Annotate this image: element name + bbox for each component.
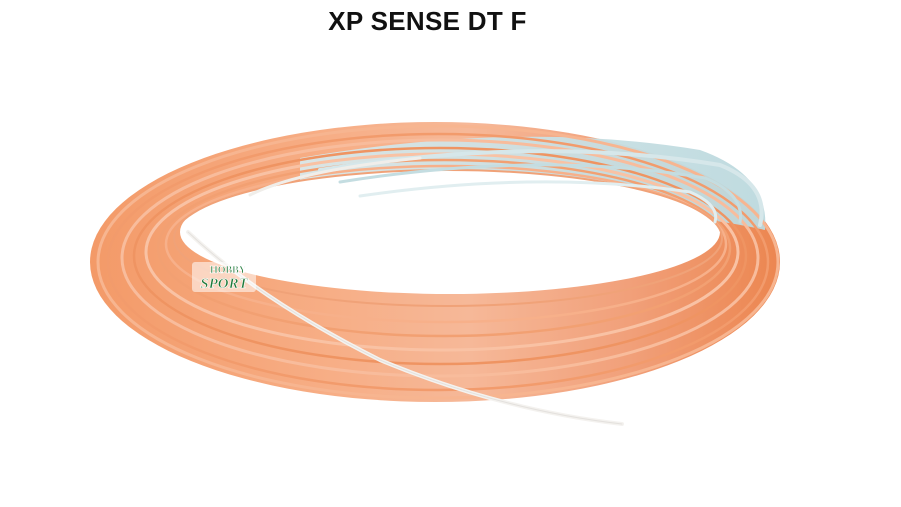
hobby-sport-logo: HOBBY SPORT [192,262,256,292]
svg-text:SPORT: SPORT [200,276,248,292]
product-title: XP SENSE DT F [328,6,527,36]
svg-text:HOBBY: HOBBY [210,265,247,276]
coil-wraps [96,124,780,400]
